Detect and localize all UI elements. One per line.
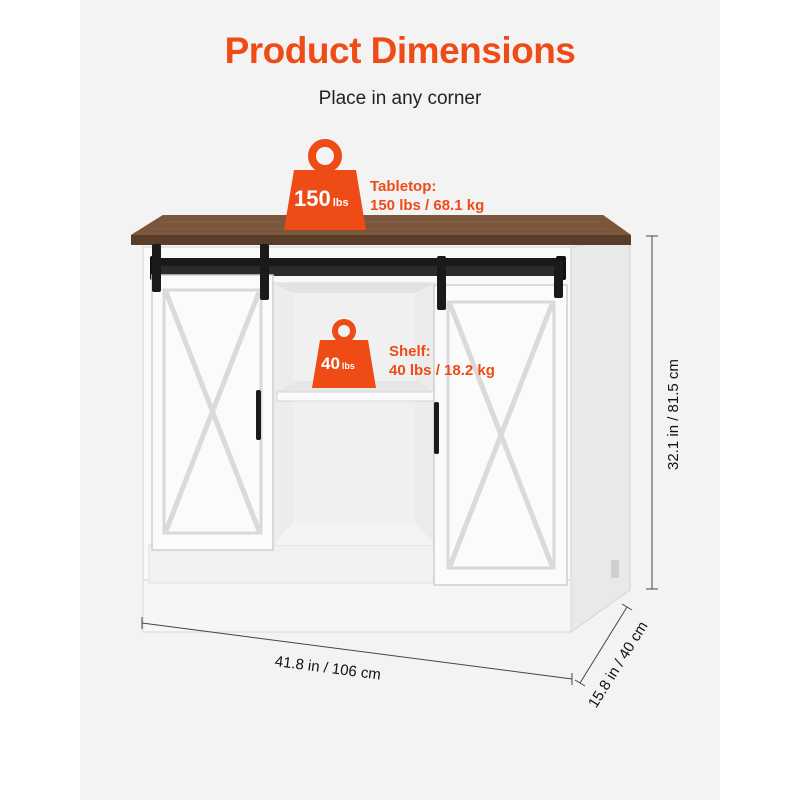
tabletop-weight-text: Tabletop: 150 lbs / 68.1 kg <box>370 177 484 215</box>
left-door <box>151 274 274 551</box>
cabinet-base <box>142 579 572 633</box>
shelf-weight-icon <box>312 319 376 388</box>
shelf-weight-label: Shelf: <box>389 343 431 360</box>
shelf-weight-value: 40 lbs / 18.2 kg <box>389 362 495 379</box>
tabletop-weight-icon <box>284 139 366 230</box>
tabletop-weight-number: 150 <box>294 186 331 211</box>
depth-dimension-line <box>574 603 633 687</box>
tabletop-weight-label: Tabletop: <box>370 178 437 195</box>
height-dimension-line <box>646 235 658 590</box>
page-subtitle: Place in any corner <box>318 88 482 109</box>
width-dimension-line <box>141 617 573 685</box>
cabinet-side-panel <box>570 235 631 633</box>
shelf-weight-unit: lbs <box>341 361 355 371</box>
tabletop-weight-unit: lbs <box>332 197 349 209</box>
shelf-weight-text: Shelf: 40 lbs / 18.2 kg <box>389 342 495 380</box>
barn-door-rail <box>150 258 566 266</box>
tabletop-weight-value: 150 lbs / 68.1 kg <box>370 197 485 214</box>
page-title: Product Dimensions <box>224 30 576 71</box>
height-dimension-label: 32.1 in / 81.5 cm <box>665 359 682 470</box>
shelf-weight-number: 40 <box>321 354 340 373</box>
